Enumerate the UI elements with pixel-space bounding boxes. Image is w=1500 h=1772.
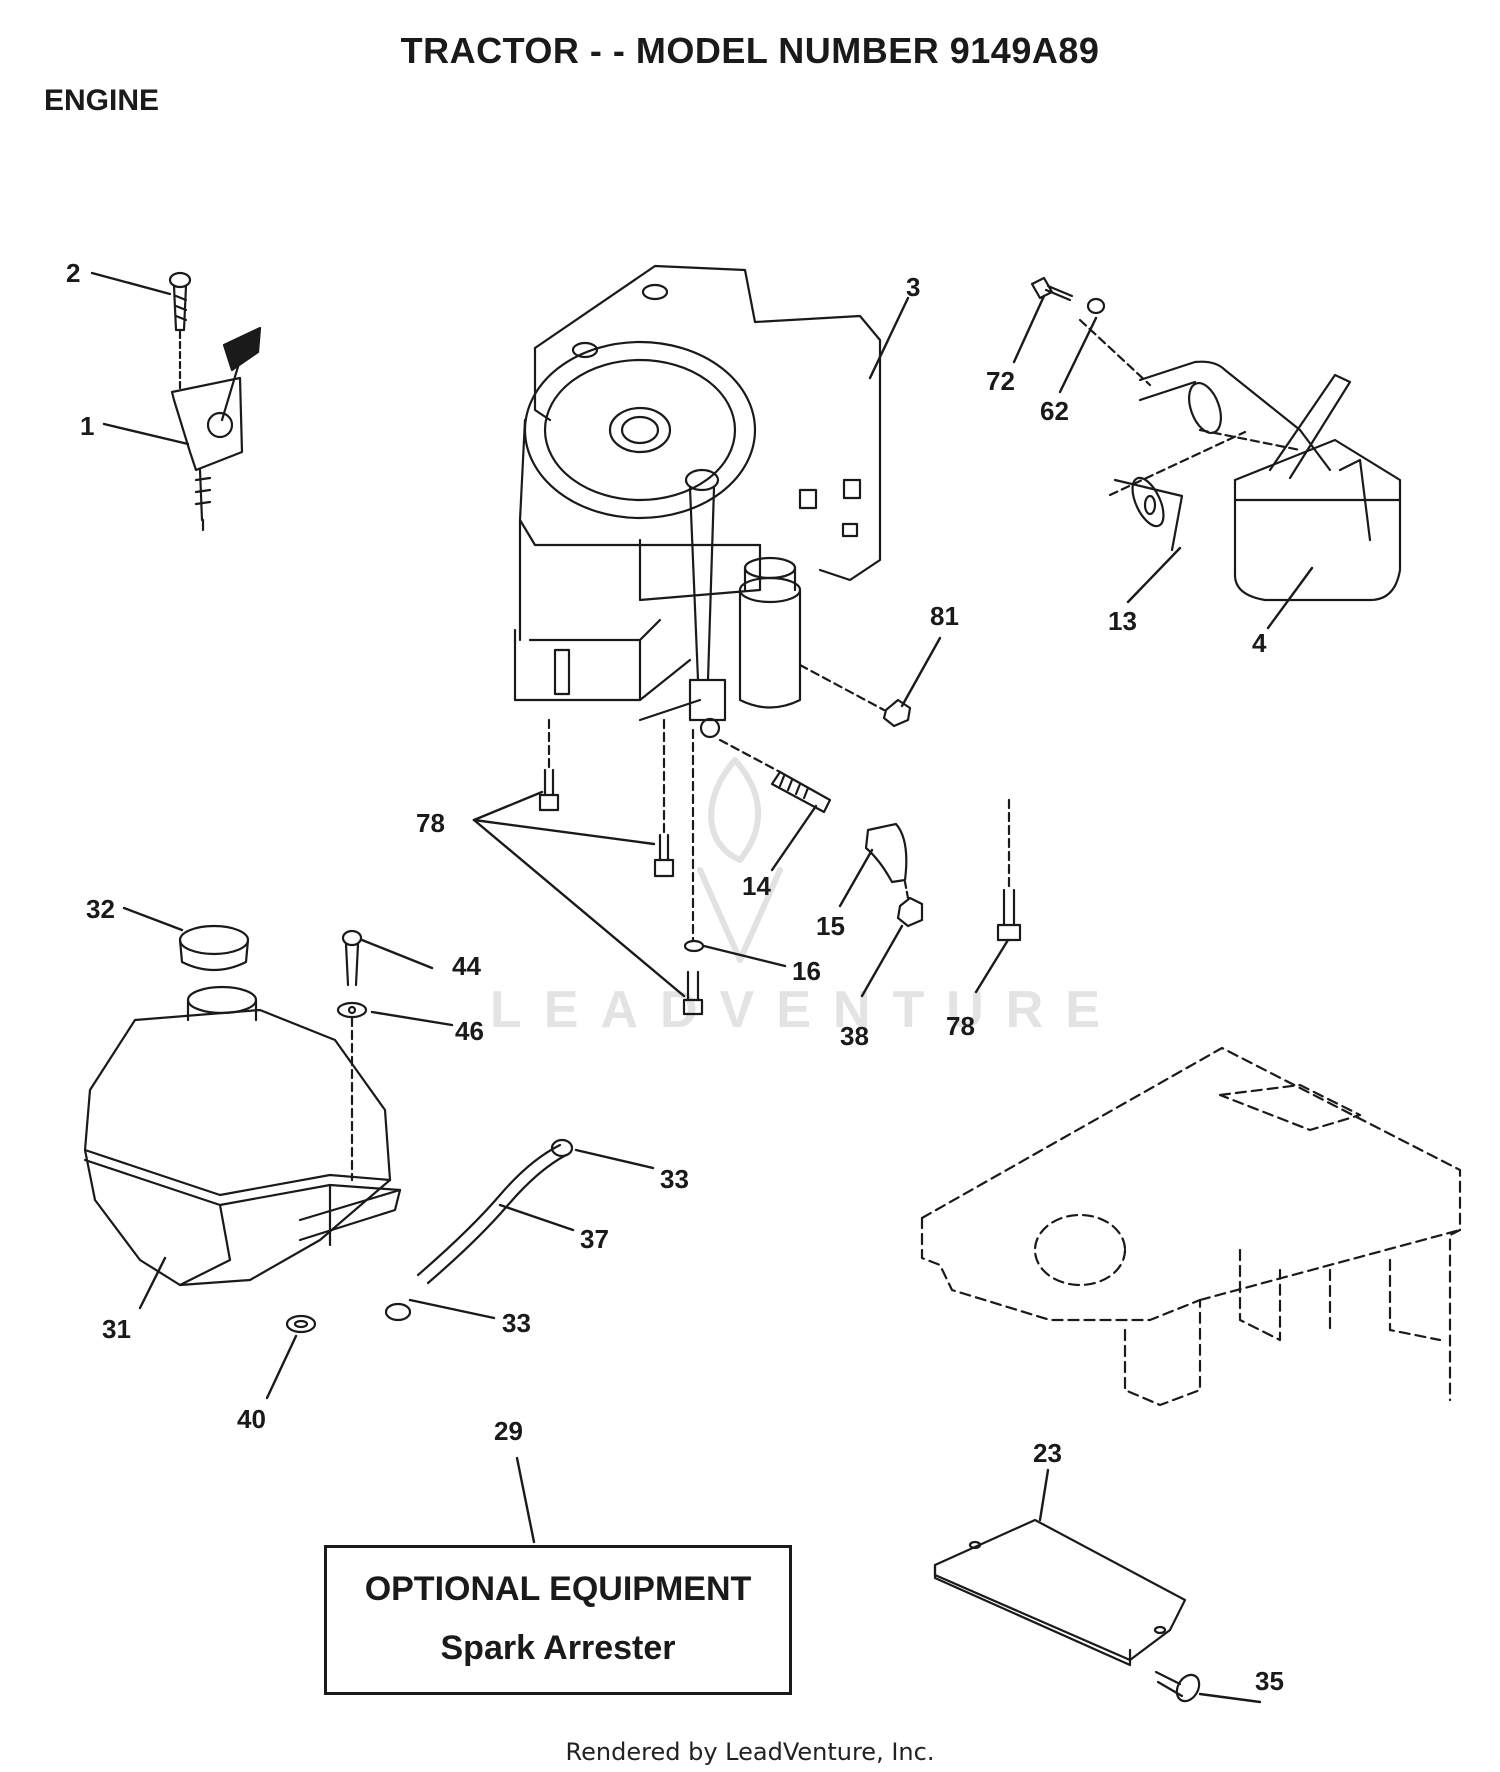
page-title: TRACTOR - - MODEL NUMBER 9149A89 [400,30,1100,71]
callout-33-upper: 33 [660,1164,689,1194]
callout-35: 35 [1255,1666,1284,1696]
callout-13: 13 [1108,606,1137,636]
callout-leaders [90,271,1314,1704]
callout-32: 32 [86,894,115,924]
spark-arrester-label: Spark Arrester [440,1629,676,1667]
callout-23: 23 [1033,1438,1062,1468]
fuel-tank-assembly [83,924,402,1287]
callout-29: 29 [494,1416,523,1446]
callout-16: 16 [792,956,821,986]
tank-screw-washer [336,929,368,1182]
muffler-assembly [1030,276,1402,602]
chassis-frame [920,1046,1462,1407]
section-heading: ENGINE [44,84,160,117]
watermark-logo [697,757,783,963]
optional-equipment-title: OPTIONAL EQUIPMENT [364,1570,752,1608]
callout-3: 3 [906,272,920,302]
grommet-40 [285,1314,317,1334]
callout-78-right: 78 [946,1011,975,1041]
callout-4: 4 [1252,628,1267,658]
callout-46: 46 [455,1016,484,1046]
callout-37: 37 [580,1224,609,1254]
heat-shield-23 [933,1518,1201,1703]
callout-33-lower: 33 [502,1308,531,1338]
callout-78-left: 78 [416,808,445,838]
callout-38: 38 [840,1021,869,1051]
callout-14: 14 [742,871,771,901]
callout-72: 72 [986,366,1015,396]
nut-81 [798,663,912,728]
callout-40: 40 [237,1404,266,1434]
callout-labels: 1 2 3 4 13 14 15 16 23 29 31 32 33 33 35… [66,258,1284,1696]
callout-1: 1 [80,411,94,441]
footer-credit: Rendered by LeadVenture, Inc. [565,1738,935,1766]
callout-31: 31 [102,1314,131,1344]
engine-assembly [513,264,882,739]
callout-15: 15 [816,911,845,941]
fuel-line-assembly [384,1138,574,1322]
callout-44: 44 [452,951,481,981]
optional-equipment-box: OPTIONAL EQUIPMENT Spark Arrester [324,1545,792,1695]
oil-drain-assembly [718,738,924,928]
throttle-control-assembly [168,271,262,532]
callout-81: 81 [930,601,959,631]
callout-2: 2 [66,258,80,288]
watermark-text: LEADVENTURE [490,981,1123,1039]
callout-62: 62 [1040,396,1069,426]
